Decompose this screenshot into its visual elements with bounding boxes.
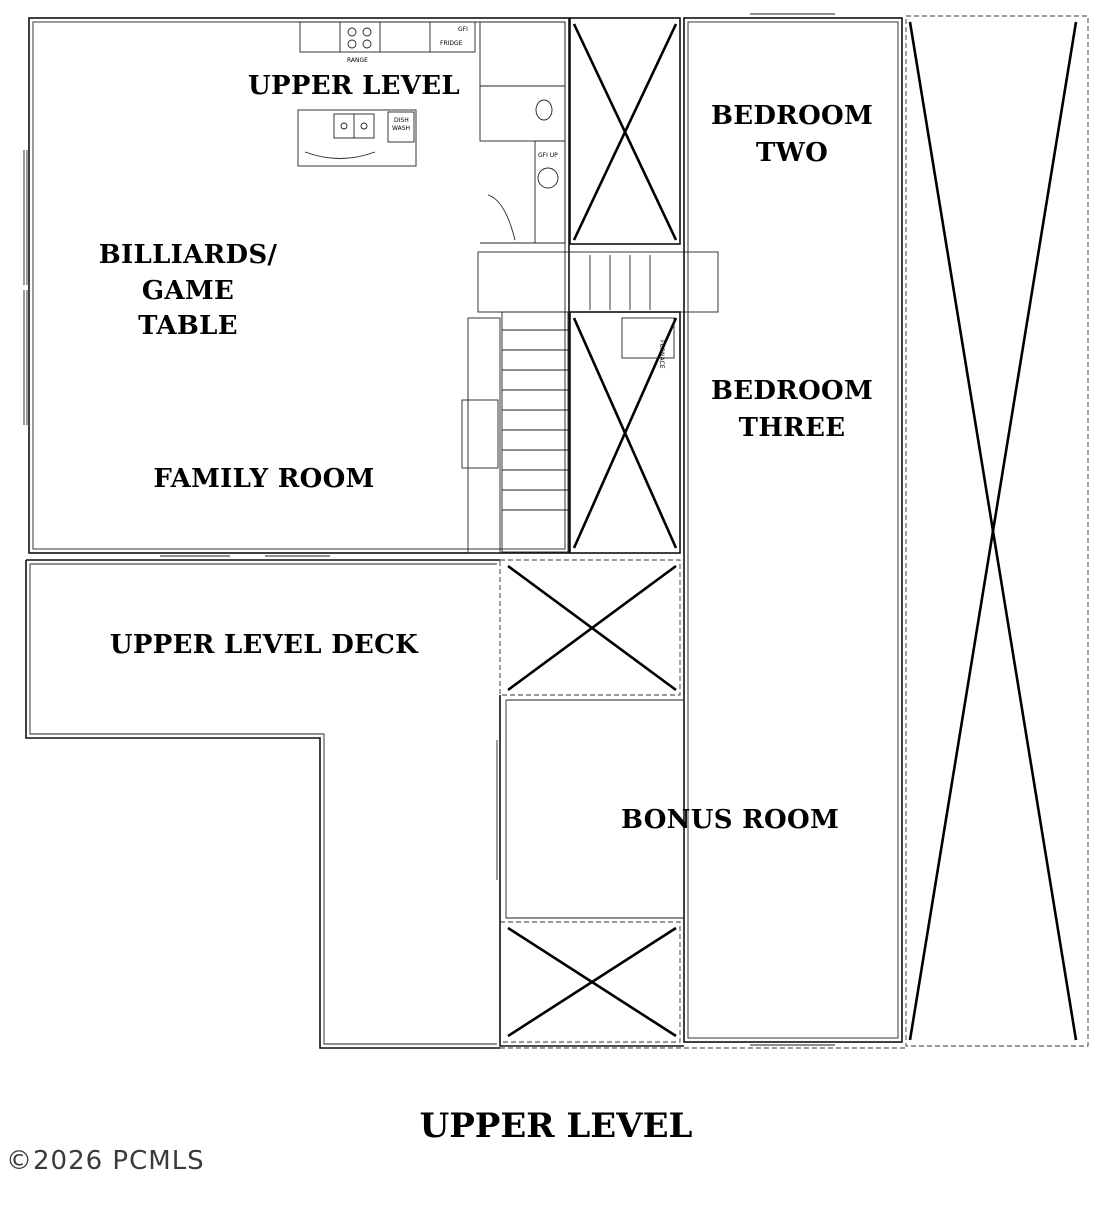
kitchen-island: DISH WASH — [297, 109, 417, 167]
billiards-label-2: GAME — [142, 276, 234, 306]
plan-title: UPPER LEVEL — [419, 1106, 693, 1146]
open-to-below-1 — [569, 17, 681, 245]
room-labels: UPPER LEVEL BILLIARDS/ GAME TABLE FAMILY… — [99, 71, 873, 835]
open-to-below-2 — [569, 311, 681, 554]
bedroom-three-label-2: THREE — [739, 413, 846, 443]
bedroom-three-label-1: BEDROOM — [711, 376, 873, 406]
fridge-label: FRIDGE — [440, 40, 463, 47]
gfi-up-label: GFI UP — [538, 152, 558, 159]
billiards-label-3: TABLE — [138, 311, 238, 341]
range-label: RANGE — [347, 57, 368, 64]
deck-outline — [25, 559, 906, 1049]
copyright-watermark: ©2026 PCMLS — [6, 1146, 205, 1176]
open-to-below-large — [905, 15, 1089, 1047]
kitchen-counter: RANGE FRIDGE GFI — [299, 21, 476, 64]
family-room-walls — [23, 17, 570, 557]
open-to-below-3 — [499, 559, 681, 696]
billiards-label-1: BILLIARDS/ — [99, 240, 278, 270]
bedroom-two-label-2: TWO — [756, 138, 828, 168]
family-room-label: FAMILY ROOM — [153, 464, 374, 494]
gfi-label: GFI — [458, 26, 468, 33]
bedroom-column-walls: FURNACE — [621, 13, 903, 1046]
dish-wash-label-2: WASH — [392, 125, 410, 132]
deck-label: UPPER LEVEL DECK — [110, 630, 419, 660]
bedroom-two-label-1: BEDROOM — [711, 101, 873, 131]
furnace-label: FURNACE — [658, 340, 665, 369]
upper-level-kitchen-label: UPPER LEVEL — [248, 71, 460, 101]
bonus-room-label: BONUS ROOM — [621, 805, 839, 835]
open-to-below-4 — [499, 921, 681, 1043]
dish-wash-label-1: DISH — [394, 117, 409, 124]
bonus-room-walls — [496, 695, 684, 1047]
bath-cluster: GFI UP — [479, 21, 566, 244]
